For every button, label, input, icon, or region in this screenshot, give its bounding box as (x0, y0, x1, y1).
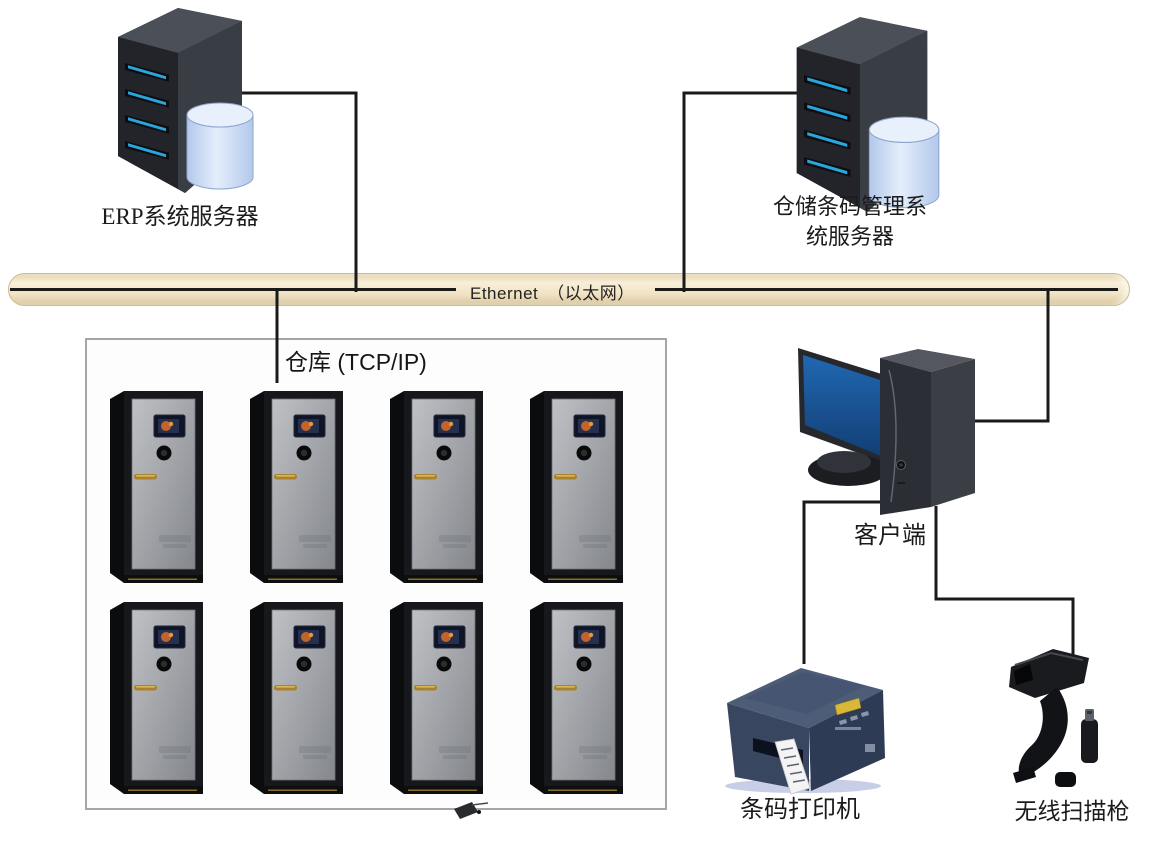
cabinet-icon (529, 390, 624, 584)
wms-server-icon (796, 16, 940, 213)
edge-client-to-scanner (934, 506, 1075, 657)
warehouse-zone-label: 仓库 (TCP/IP) (285, 349, 427, 375)
client-label: 客户端 (854, 523, 926, 549)
small-device-icon (454, 802, 489, 819)
erp-server-icon (117, 7, 254, 194)
cabinet-icon (389, 601, 484, 795)
ethernet-bus-line (655, 288, 1118, 291)
client-computer-icon (797, 347, 976, 516)
cabinet-icon (389, 390, 484, 584)
cabinet-icon (249, 601, 344, 795)
ethernet-bus: Ethernet （以太网） (8, 273, 1130, 306)
cabinet-icon (529, 601, 624, 795)
cabinet-icon (109, 390, 204, 584)
wms-server-label-line2: 统服务器 (805, 224, 894, 249)
barcode-printer-icon (724, 667, 886, 795)
wireless-scanner-icon (1008, 648, 1099, 788)
edge-bus-to-client (974, 290, 1050, 423)
edge-erp-to-bus (242, 91, 358, 292)
erp-server-label: ERP系统服务器 (101, 204, 259, 229)
edge-client-to-printer (802, 500, 888, 664)
barcode-printer-label: 条码打印机 (740, 797, 860, 823)
cabinet-icon (109, 601, 204, 795)
wireless-scanner-label: 无线扫描枪 (1014, 799, 1130, 824)
wms-server-label: 仓储条码管理系 统服务器 (750, 192, 950, 252)
ethernet-bus-line (10, 288, 456, 291)
connector-lines (242, 91, 1075, 664)
wms-server-label-line1: 仓储条码管理系 (772, 194, 927, 219)
ethernet-label: Ethernet （以太网） (470, 284, 635, 303)
edge-wms-to-bus (682, 91, 798, 292)
cabinet-icon (249, 390, 344, 584)
